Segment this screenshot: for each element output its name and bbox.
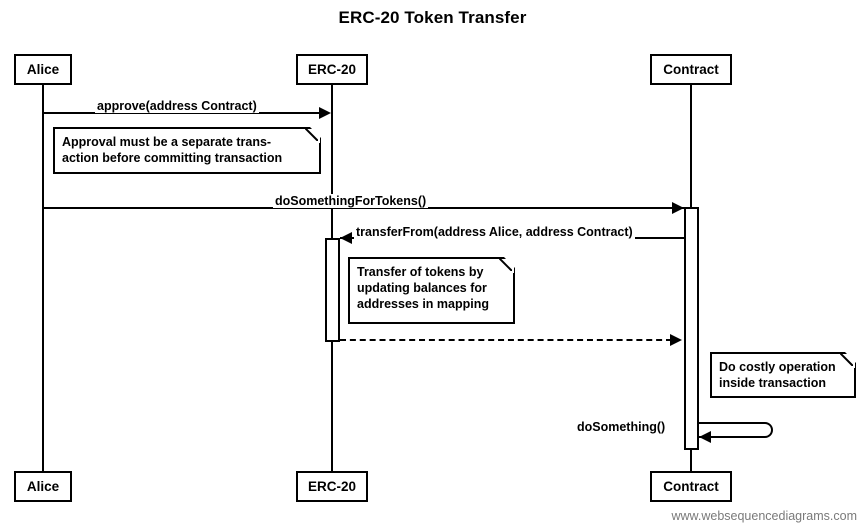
lifeline-alice	[42, 85, 44, 471]
participant-erc20-label-bottom: ERC-20	[307, 479, 356, 494]
participant-alice-bottom[interactable]: Alice	[14, 471, 72, 502]
note-costly-operation: Do costly operation inside transaction	[710, 352, 856, 398]
participant-contract-label-bottom: Contract	[663, 479, 719, 494]
message-line-approve	[43, 112, 325, 114]
page-title: ERC-20 Token Transfer	[338, 8, 527, 27]
participant-alice-label-bottom: Alice	[26, 479, 60, 494]
note-fold-line-icon	[499, 258, 514, 273]
activation-bar-contract	[684, 207, 699, 450]
message-label-transferfrom: transferFrom(address Alice, address Cont…	[354, 225, 635, 239]
note-fold-line-icon	[840, 353, 855, 368]
message-label-dosomething: doSomething()	[575, 420, 668, 434]
self-call-loop-dosomething	[699, 422, 773, 438]
note-line: action before committing transaction	[62, 151, 283, 165]
note-line: updating balances for	[357, 281, 487, 295]
note-line: Do costly operation	[719, 360, 836, 374]
note-fold-icon	[504, 257, 515, 268]
participant-contract-label: Contract	[663, 62, 719, 77]
participant-alice-top[interactable]: Alice	[14, 54, 72, 85]
footer-watermark: www.websequencediagrams.com	[671, 509, 857, 523]
note-line: addresses in mapping	[357, 297, 489, 311]
arrowhead-return-erc20-to-contract	[670, 334, 682, 346]
note-line: Transfer of tokens by	[357, 265, 484, 279]
note-transfer-tokens-mapping: Transfer of tokens by updating balances …	[348, 257, 515, 324]
note-approval-separate-transaction: Approval must be a separate trans- actio…	[53, 127, 321, 174]
arrowhead-dosomething	[699, 431, 711, 443]
message-line-return-erc20-to-contract	[340, 339, 672, 341]
participant-erc20-top[interactable]: ERC-20	[296, 54, 368, 85]
participant-alice-label: Alice	[26, 62, 60, 77]
participant-contract-bottom[interactable]: Contract	[650, 471, 732, 502]
note-fold-line-icon	[305, 128, 320, 143]
note-fold-icon	[845, 352, 856, 363]
note-line: Approval must be a separate trans-	[62, 135, 272, 149]
message-line-dosomethingfortokens	[43, 207, 684, 209]
activation-bar-erc20	[325, 238, 340, 342]
participant-contract-top[interactable]: Contract	[650, 54, 732, 85]
arrowhead-dosomethingfortokens	[672, 202, 684, 214]
participant-erc20-label: ERC-20	[307, 62, 356, 77]
participant-erc20-bottom[interactable]: ERC-20	[296, 471, 368, 502]
message-label-approve: approve(address Contract)	[95, 99, 259, 113]
message-label-dosomethingfortokens: doSomethingForTokens()	[273, 194, 429, 208]
arrowhead-transferfrom	[340, 232, 352, 244]
note-line: inside transaction	[719, 376, 826, 390]
arrowhead-approve	[319, 107, 331, 119]
note-fold-icon	[310, 127, 321, 138]
